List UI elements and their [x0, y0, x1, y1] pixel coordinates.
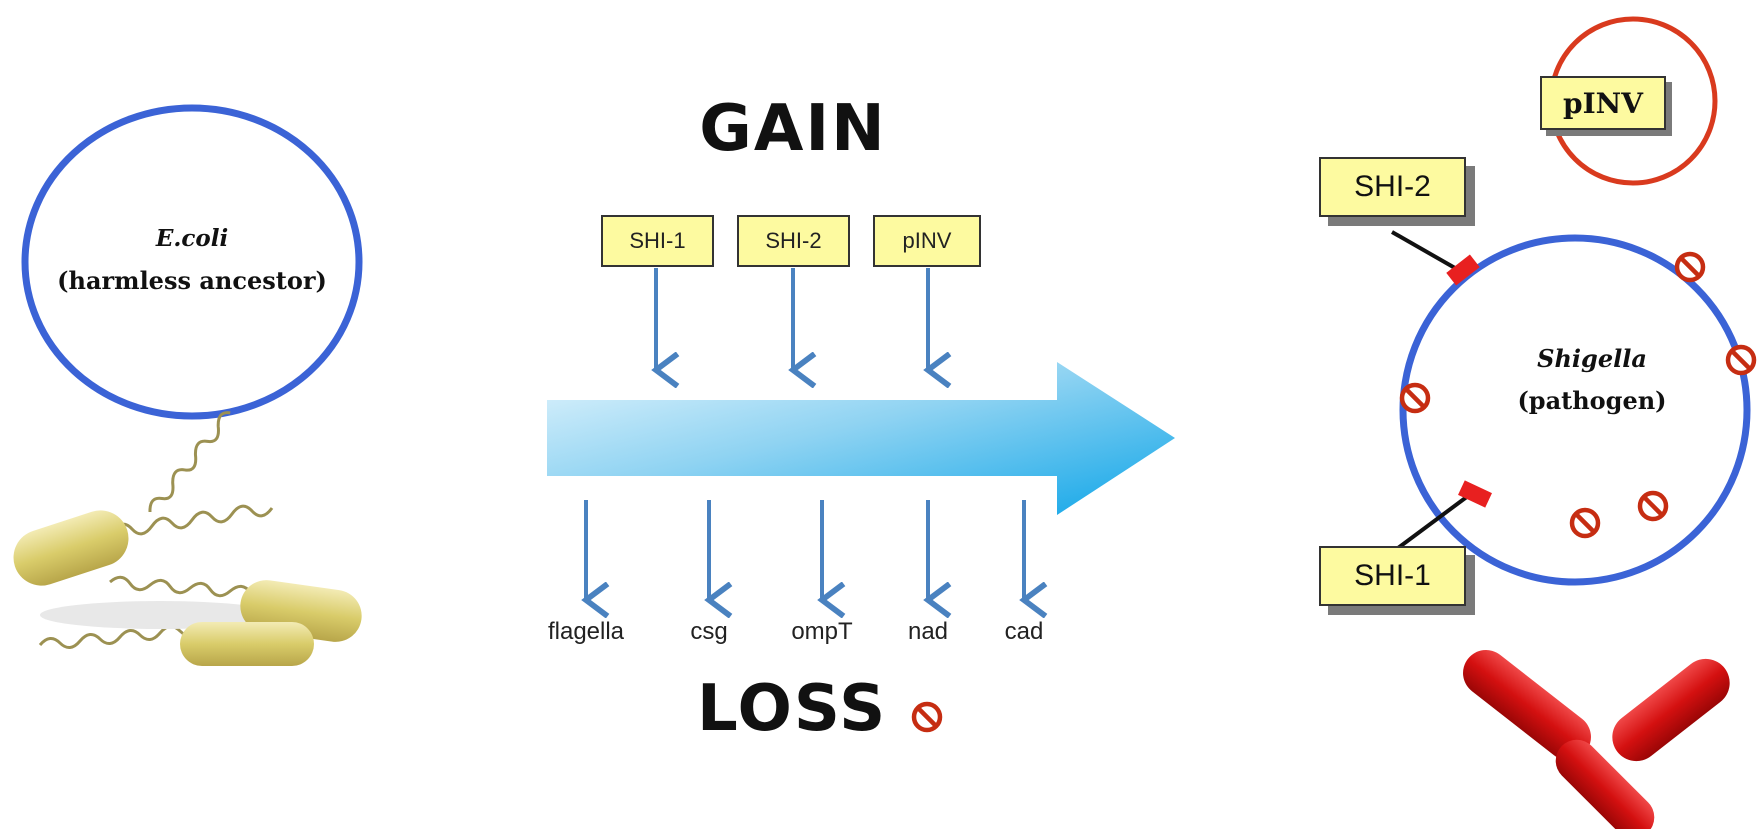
gain-gene-shi1: SHI-1	[601, 215, 714, 267]
loss-gene-cad: cad	[1004, 618, 1044, 645]
shi1-connector	[1396, 494, 1470, 550]
loss-title: LOSS	[697, 672, 888, 746]
island-shi1: SHI-1	[1319, 546, 1466, 606]
ecoli-description: (harmless ancestor)	[57, 266, 327, 295]
gain-title: GAIN	[699, 92, 887, 166]
shigella-description: (pathogen)	[1517, 386, 1667, 415]
shi2-connector	[1391, 230, 1463, 274]
shi1-insertion-site	[1458, 480, 1492, 508]
shigella-bacteria-illustration	[1463, 649, 1730, 829]
gain-arrows	[656, 268, 928, 370]
ecoli-chromosome	[21, 104, 363, 420]
shigella-name: Shigella	[1537, 344, 1647, 373]
island-shi2: SHI-2	[1319, 157, 1466, 217]
loss-gene-flagella: flagella	[547, 618, 625, 645]
evolution-arrow	[547, 362, 1175, 515]
loss-no-icon	[914, 704, 940, 730]
loss-gene-nad: nad	[907, 618, 949, 645]
loss-gene-csg: csg	[690, 618, 728, 645]
shi2-insertion-site	[1446, 254, 1480, 286]
loss-arrows	[586, 500, 1024, 600]
gain-gene-pinv: pINV	[873, 215, 981, 267]
shigella-chromosome	[1399, 234, 1751, 586]
ecoli-bacteria-illustration	[13, 411, 362, 666]
gain-gene-shi2: SHI-2	[737, 215, 850, 267]
ecoli-name: E.coli	[155, 225, 229, 252]
loss-gene-ompT: ompT	[791, 618, 853, 645]
plasmid-pinv: pINV	[1540, 76, 1666, 130]
